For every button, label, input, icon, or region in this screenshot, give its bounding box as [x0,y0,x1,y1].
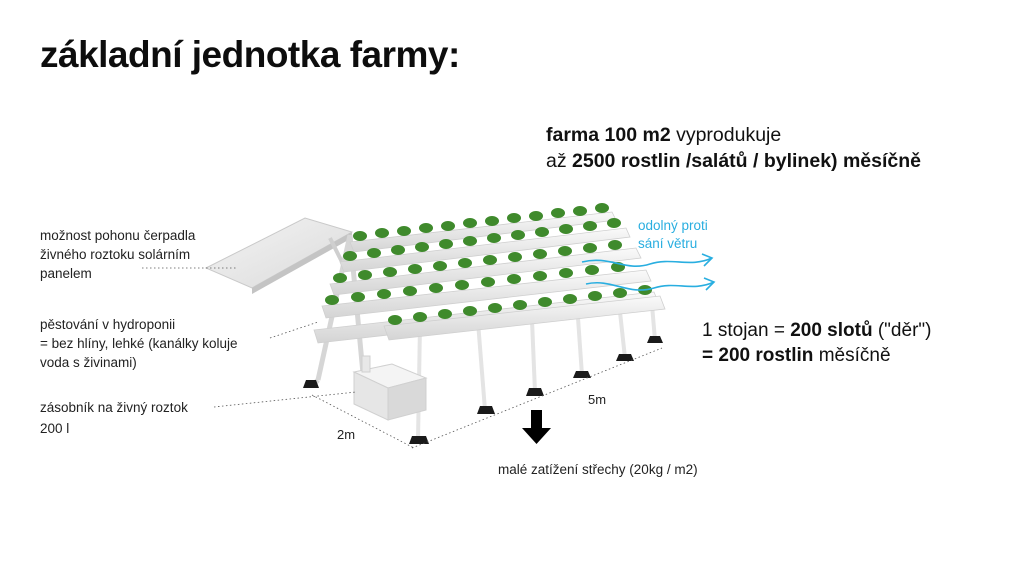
headline-bold-1: farma 100 m2 [546,124,671,146]
solar-label: možnost pohonu čerpadla živného roztoku … [40,226,195,283]
dimension-width: 2m [337,427,356,442]
stand-plants: = 200 rostlin [702,345,814,366]
solar-label-line-3: panelem [40,266,92,281]
wind-label-line-1: odolný proti [638,218,708,233]
headline-line-1: farma 100 m2 vyprodukuje [546,124,781,147]
solar-label-line-2: živného roztoku solárním [40,247,191,262]
dimension-length: 5m [588,392,607,407]
page-title: základní jednotka farmy: [40,34,460,75]
headline-line-2: až 2500 rostlin /salátů / bylinek) měsíč… [546,150,921,173]
arrow-down-icon [522,410,551,444]
wind-gust-icon [581,253,716,291]
hydroponics-label-line-1: pěstování v hydroponii [40,317,176,332]
wind-label: odolný proti sání větru [638,217,708,253]
rack-feet [303,336,663,444]
hydroponics-label-line-3: voda s živinami) [40,355,137,370]
solar-panel [204,217,354,294]
roof-load-label: malé zatížení střechy (20kg / m2) [498,462,698,477]
plants [325,203,652,325]
stand-pre: 1 stojan = [702,320,791,341]
stand-capacity-line-1: 1 stojan = 200 slotů ("děr") [702,320,931,342]
stand-capacity-line-2: = 200 rostlin měsíčně [702,345,891,367]
wind-label-line-2: sání větru [638,236,698,251]
hydroponics-label-line-2: = bez hlíny, lehké (kanálky koluje [40,336,238,351]
rack-legs [416,304,657,441]
nutrient-tank [352,355,428,421]
tank-label: zásobník na živný roztok 200 l [40,397,188,439]
stand-monthly: měsíčně [813,345,891,366]
headline-pre-2: až [546,150,573,172]
hydroponics-label: pěstování v hydroponii = bez hlíny, lehk… [40,315,237,372]
tank-label-line-1: zásobník na živný roztok [40,400,188,415]
headline-rest-1: vyprodukuje [670,124,782,146]
hydroponic-channels [313,211,666,344]
headline-bold-2: 2500 rostlin /salátů / bylinek) měsíčně [572,150,921,172]
stand-post: ("děr") [872,320,932,341]
stand-slots: 200 slotů [790,320,873,341]
tank-label-line-2: 200 l [40,421,70,436]
leader-lines [142,267,663,449]
solar-label-line-1: možnost pohonu čerpadla [40,228,196,243]
